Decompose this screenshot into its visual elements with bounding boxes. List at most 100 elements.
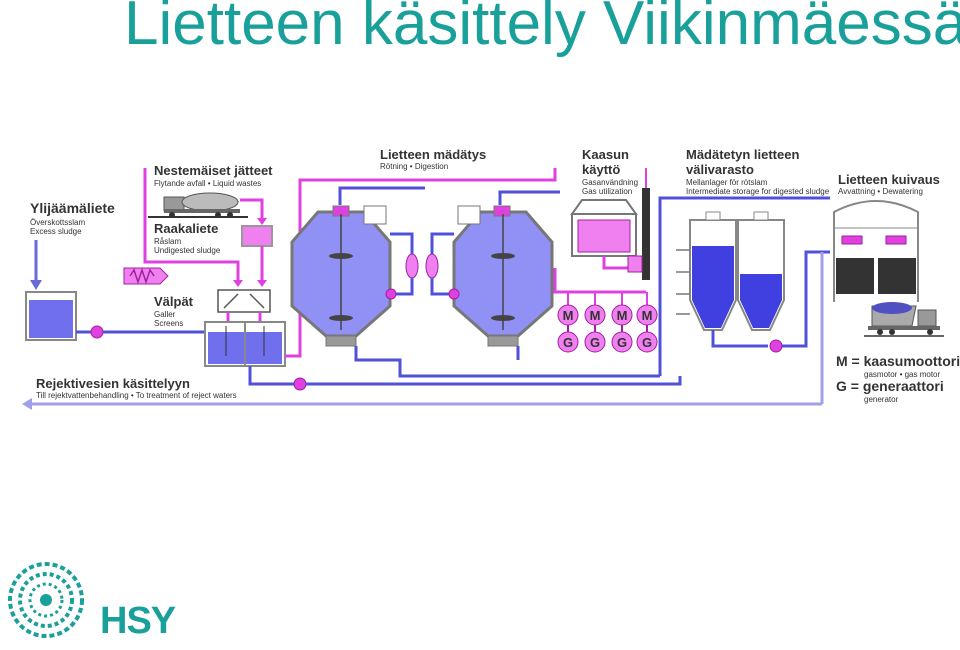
generator-4-letter: G bbox=[642, 335, 652, 350]
screen-blade-2 bbox=[249, 293, 265, 309]
brand-name: HSY bbox=[100, 600, 176, 642]
page-title: Lietteen käsittely Viikinmäessä bbox=[124, 0, 960, 58]
sludge-bin-1 bbox=[836, 258, 874, 294]
tanker-truck-icon bbox=[163, 192, 240, 218]
gas-use-label-2: käyttö bbox=[582, 162, 620, 177]
centrifuge-2 bbox=[885, 235, 907, 245]
storage-label: Mädätetyn lietteen bbox=[686, 147, 799, 162]
motor-legend: M = kaasumoottori bbox=[836, 353, 960, 369]
truck-pipe bbox=[240, 198, 264, 220]
reject-label: Rejektivesien käsittelyyn bbox=[36, 376, 190, 391]
gas-use-label: Kaasun bbox=[582, 147, 629, 162]
digestion-sub: Rötning • Digestion bbox=[380, 162, 448, 171]
gas-use-section: Kaasun käyttö Gasanvändning Gas utilizat… bbox=[553, 147, 658, 353]
storage-to-dewater-pipe bbox=[782, 250, 830, 348]
reject-pump-icon bbox=[293, 377, 307, 391]
gas-use-sub-sv: Gasanvändning bbox=[582, 178, 638, 187]
reject-water-section: Rejektivesien käsittelyyn Till rejektvat… bbox=[22, 366, 822, 410]
motor-generator-3: M G bbox=[611, 304, 633, 353]
liquid-wastes-sub: Flytande avfall • Liquid wastes bbox=[154, 179, 261, 188]
dewatering-label: Lietteen kuivaus bbox=[838, 172, 940, 187]
heater-pipe-1 bbox=[390, 232, 414, 254]
reject-arrow-head bbox=[22, 398, 32, 410]
digester-pump-1 bbox=[385, 288, 397, 300]
screens-sub-sv: Galler bbox=[154, 310, 176, 319]
excess-sludge-label: Ylijäämäliete bbox=[30, 200, 115, 216]
motor-4-letter: M bbox=[642, 308, 653, 323]
heater-return-1 bbox=[390, 278, 414, 296]
digestion-label: Lietteen mädätys bbox=[380, 147, 486, 162]
storage-sub-sv: Mellanlager för rötslam bbox=[686, 178, 768, 187]
motor-1-letter: M bbox=[563, 308, 574, 323]
heat-exchanger-icon bbox=[123, 267, 169, 285]
generator-1-letter: G bbox=[563, 335, 573, 350]
storage-tank-2 bbox=[737, 211, 785, 331]
screens-label: Välpät bbox=[154, 294, 194, 309]
motor-generator-2: M G bbox=[584, 304, 606, 353]
storage-label-2: välivarasto bbox=[686, 162, 754, 177]
storage-section: Mädätetyn lietteen välivarasto Mellanlag… bbox=[658, 147, 830, 376]
motor-generator-4: M G bbox=[636, 304, 658, 353]
generator-legend-sub: generator bbox=[864, 395, 899, 404]
liquid-wastes-section: Nestemäiset jätteet Flytande avfall • Li… bbox=[143, 163, 273, 287]
storage-feed-pipe bbox=[658, 196, 830, 376]
excess-sludge-section: Ylijäämäliete Överskottsslam Excess slud… bbox=[25, 200, 205, 341]
dewatering-section: Lietteen kuivaus Avvattning • Dewatering bbox=[820, 172, 944, 404]
sludge-truck-icon bbox=[868, 302, 940, 335]
gas-line-2 bbox=[553, 268, 646, 294]
liquid-waste-tank bbox=[241, 225, 273, 247]
gas-holder-roof bbox=[570, 199, 638, 215]
reject-pipe-upper bbox=[306, 376, 682, 386]
liquid-pipe-arrow bbox=[257, 280, 267, 287]
digester-outflow bbox=[354, 346, 660, 378]
screens-sub-en: Screens bbox=[154, 319, 183, 328]
heater-pipe-2 bbox=[430, 232, 454, 254]
excess-sludge-sub-sv: Överskottsslam bbox=[30, 218, 85, 227]
gas-line-1 bbox=[602, 256, 630, 270]
raw-sludge-arrow bbox=[233, 280, 243, 287]
excess-sludge-tank-fill bbox=[29, 300, 73, 338]
generator-2-letter: G bbox=[590, 335, 600, 350]
heater-return-2 bbox=[430, 278, 454, 296]
digester-2 bbox=[452, 205, 554, 347]
digestion-section: Lietteen mädätys Rötning • Digestion bbox=[290, 147, 660, 378]
liquid-wastes-label: Nestemäiset jätteet bbox=[154, 163, 273, 178]
motor-2-letter: M bbox=[590, 308, 601, 323]
motor-generator-1: M G bbox=[557, 304, 579, 353]
gas-holder-fill bbox=[577, 219, 631, 253]
raw-sludge-label: Raakaliete bbox=[154, 221, 218, 236]
motor-3-letter: M bbox=[617, 308, 628, 323]
storage-pump-icon bbox=[769, 339, 783, 353]
raw-sludge-pipe bbox=[143, 168, 240, 282]
raw-sludge-sub-sv: Råslam bbox=[154, 237, 181, 246]
reject-sub: Till rejektvattenbehandling • To treatme… bbox=[36, 391, 237, 400]
sludge-bin-2 bbox=[878, 258, 916, 294]
motor-legend-sub: gasmotor • gas motor bbox=[864, 370, 941, 379]
digester-pump-2 bbox=[448, 288, 460, 300]
truck-pipe-arrow bbox=[257, 218, 267, 225]
excess-arrow-head bbox=[30, 280, 42, 290]
storage-sub-en: Intermediate storage for digested sludge bbox=[686, 187, 830, 196]
digester-1 bbox=[290, 205, 392, 347]
centrifuge-1 bbox=[841, 235, 863, 245]
gas-valve-block bbox=[627, 255, 643, 273]
generator-legend: G = generaattori bbox=[836, 378, 944, 394]
storage-tank-1 bbox=[689, 211, 737, 331]
excess-sludge-sub-en: Excess sludge bbox=[30, 227, 82, 236]
screen-blade-1 bbox=[223, 293, 239, 309]
digester-heater-2 bbox=[425, 253, 439, 279]
screens-section: Välpät Galler Screens bbox=[154, 289, 286, 367]
legend: M = kaasumoottori gasmotor • gas motor G… bbox=[836, 353, 960, 404]
feed-pipe-pink bbox=[285, 168, 557, 358]
screen-unit bbox=[217, 289, 271, 313]
excess-pump-icon bbox=[90, 325, 104, 339]
digester-top-pipe-1 bbox=[338, 186, 425, 205]
dewatering-sub: Avvattning • Dewatering bbox=[838, 187, 923, 196]
hsy-logo-mark bbox=[8, 562, 84, 638]
storage-outflow bbox=[711, 330, 768, 348]
generator-3-letter: G bbox=[617, 335, 627, 350]
mixing-outflow bbox=[248, 366, 285, 386]
digester-heater-1 bbox=[405, 253, 419, 279]
gas-use-sub-en: Gas utilization bbox=[582, 187, 632, 196]
